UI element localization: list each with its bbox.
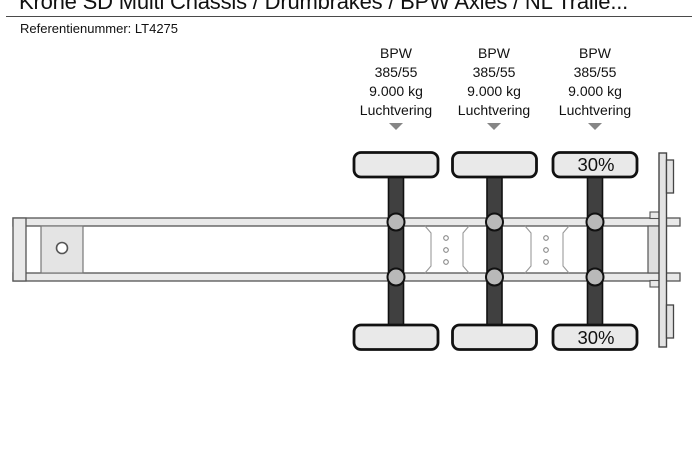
axle-load: 9.000 kg [568,83,622,99]
tire-top [451,151,538,179]
frame-rail-top [12,217,681,227]
suspension-bellow [386,212,406,232]
axle-label-3: BPW 385/55 9.000 kg Luchtvering [545,44,645,130]
reference-number: Referentienummer: LT4275 [20,21,179,36]
marker-light-bottom [665,304,675,339]
axle-brand: BPW [478,45,510,61]
axle-group-2 [451,151,538,351]
axle-suspension: Luchtvering [558,102,632,118]
marker-light-top [665,159,675,194]
axle-beam [387,168,405,332]
tire-bottom [451,323,538,351]
tire-top [352,151,440,179]
tread-label: 30% [577,327,614,348]
axle-tire-size: 385/55 [472,64,516,80]
axle-beam [586,168,604,332]
axle-beam [486,168,503,332]
cross-member [424,225,470,274]
axle-brand: BPW [380,45,412,61]
suspension-bellow [386,267,406,287]
chevron-down-icon [389,123,403,130]
axle-tire-size: 385/55 [573,64,617,80]
axle-brand: BPW [579,45,611,61]
tire-top [551,151,639,179]
suspension-bellow [585,267,605,287]
chevron-down-icon [588,123,602,130]
axle-suspension: Luchtvering [457,102,531,118]
axle-load: 9.000 kg [467,83,521,99]
axle-suspension: Luchtvering [359,102,433,118]
rear-bumper-bar [658,152,668,348]
chevron-down-icon [487,123,501,130]
axle-load: 9.000 kg [369,83,423,99]
page-title: Krone SD Multi Chassis / Drumbrakes / BP… [19,0,629,14]
suspension-bellow [485,267,504,287]
kingpin-circle [55,241,69,255]
axle-tire-size: 385/55 [374,64,418,80]
suspension-bellow [585,212,605,232]
header-divider [6,16,692,17]
axle-label-2: BPW 385/55 9.000 kg Luchtvering [444,44,544,130]
suspension-bellow [485,212,504,232]
axle-group-3: 30% 30% [551,151,639,351]
tire-bottom [551,323,639,351]
cross-member [524,225,570,274]
front-cross-member [12,217,27,282]
axle-label-1: BPW 385/55 9.000 kg Luchtvering [346,44,446,130]
axle-group-1 [352,151,440,351]
frame-rail-bottom [12,272,681,282]
tread-label: 30% [577,154,614,175]
tire-bottom [352,323,440,351]
